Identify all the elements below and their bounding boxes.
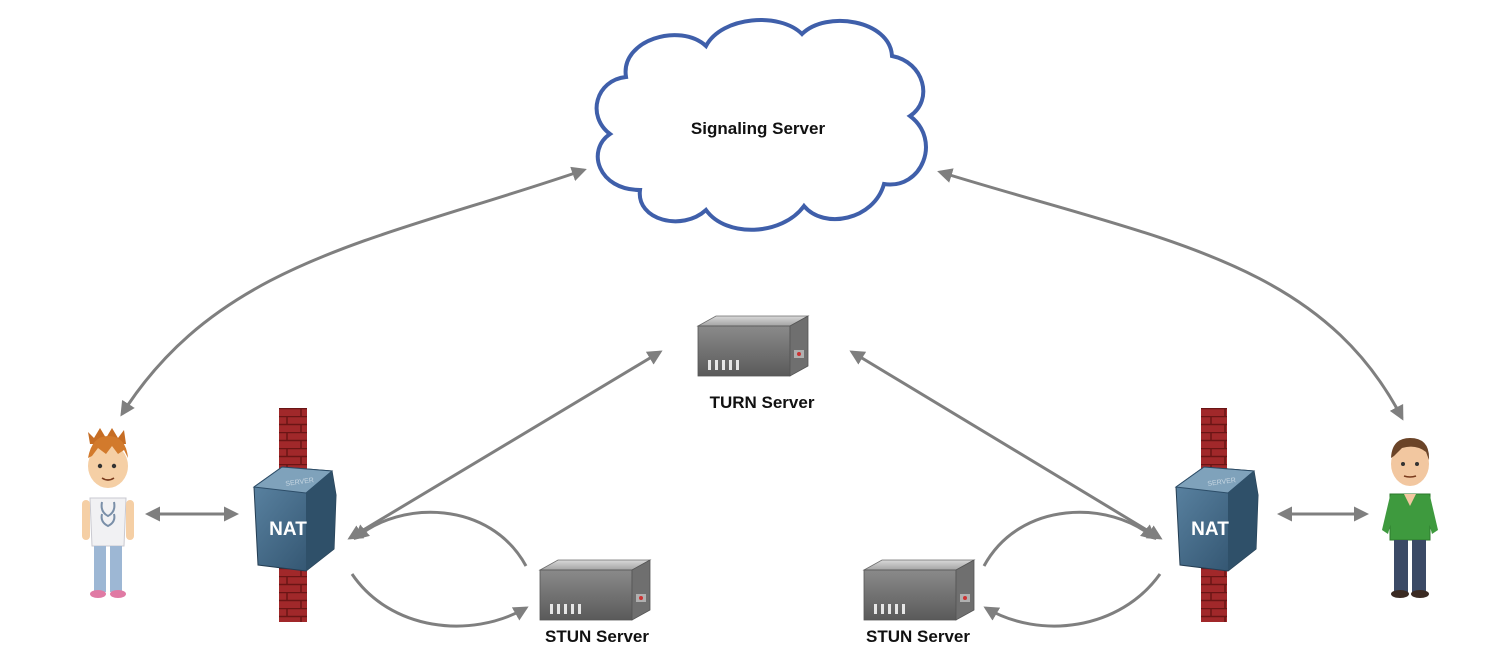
arrow-nat-left-turn (347, 350, 663, 540)
turn-server: TURN Server (697, 315, 815, 412)
signaling-server-label: Signaling Server (691, 119, 826, 138)
arrow-nat-right-to-stun (983, 573, 1162, 628)
cloud-icon (594, 18, 928, 232)
nat-right-label: NAT (1191, 519, 1229, 540)
peer-right-person-icon (1381, 437, 1439, 599)
nat-left-label: NAT (269, 519, 307, 540)
arrow-nat-right-turn (849, 350, 1163, 540)
arrow-left-peer-signaling (120, 166, 587, 417)
nat-left-server-text: SERVER (285, 477, 314, 488)
turn-server-label: TURN Server (710, 393, 815, 412)
arrow-stun-left-to-nat (353, 510, 528, 567)
arrows (120, 166, 1404, 628)
nat-right-server-text: SERVER (1207, 477, 1236, 488)
arrow-stun-right-to-nat (982, 510, 1157, 567)
turn-server-icon (697, 315, 809, 377)
arrow-right-peer-signaling (937, 168, 1404, 421)
arrow-nat-left-to-stun (350, 573, 529, 628)
stun-server-right: STUN Server (863, 559, 975, 646)
nat-left: NAT SERVER (253, 466, 337, 572)
stun-server-right-label: STUN Server (866, 627, 970, 646)
nat-right: NAT SERVER (1175, 466, 1259, 572)
signaling-server-cloud: Signaling Server (594, 18, 928, 232)
stun-server-left-icon (539, 559, 651, 621)
stun-server-left: STUN Server (539, 559, 651, 646)
peer-left-person-icon (81, 427, 135, 599)
stun-server-left-label: STUN Server (545, 627, 649, 646)
stun-server-right-icon (863, 559, 975, 621)
